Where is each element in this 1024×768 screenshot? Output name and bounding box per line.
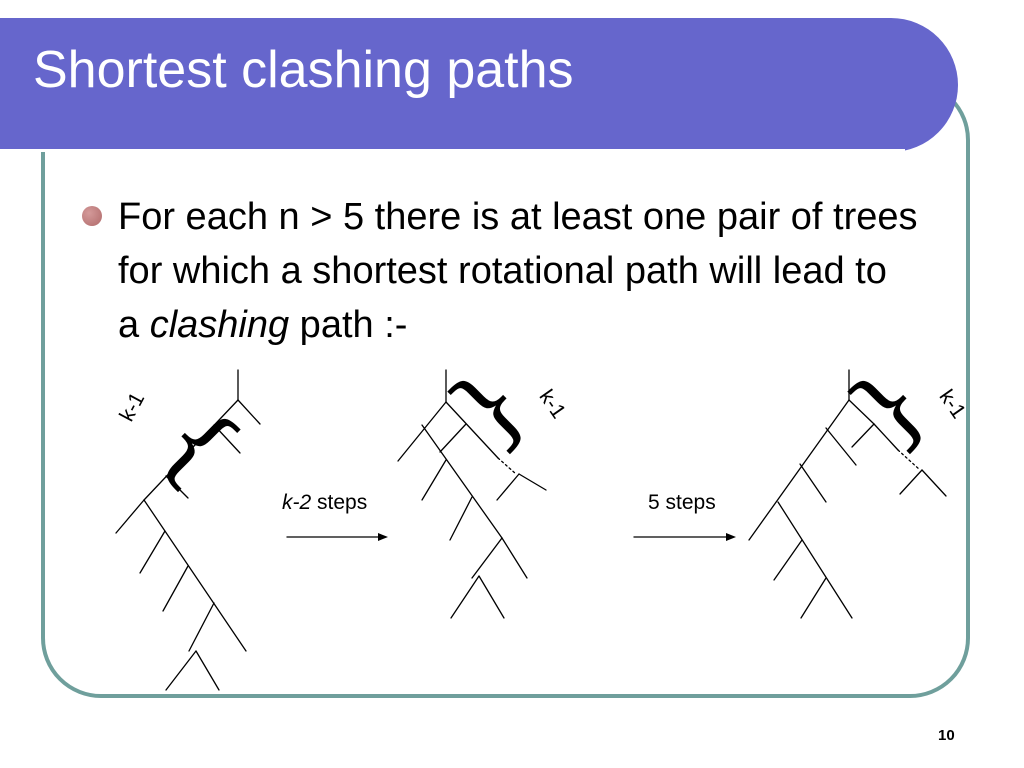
arrow-2-label: 5 steps — [648, 491, 716, 514]
bullet-text-main: For each n > 5 there is at least one pai… — [118, 196, 918, 346]
brace-2: } — [427, 345, 549, 467]
tree-2 — [397, 369, 547, 619]
tree-1 — [115, 369, 261, 691]
tree-2-dots — [497, 457, 517, 475]
arrow-1-label-rest: steps — [311, 491, 367, 514]
brace-3: } — [827, 345, 949, 467]
slide-title: Shortest clashing paths — [33, 41, 574, 99]
tree-3 — [748, 369, 947, 619]
tree-3-dots — [897, 449, 921, 471]
arrow-1-label: k-2 steps — [282, 491, 367, 514]
bullet-text-end: path :- — [289, 304, 408, 346]
brace-1-label: k-1 — [115, 389, 149, 426]
arrow-1-label-italic: k-2 — [282, 491, 311, 514]
tree-1-dots — [175, 445, 195, 467]
page-number: 10 — [938, 727, 955, 744]
arrow-2-head — [726, 533, 736, 541]
arrow-1-head — [378, 533, 388, 541]
bullet-emphasis: clashing — [149, 304, 290, 346]
title-bar — [0, 18, 958, 152]
bullet-icon — [82, 206, 102, 226]
title-underline — [0, 149, 905, 152]
bullet-text: For each n > 5 there is at least one pai… — [118, 190, 918, 352]
